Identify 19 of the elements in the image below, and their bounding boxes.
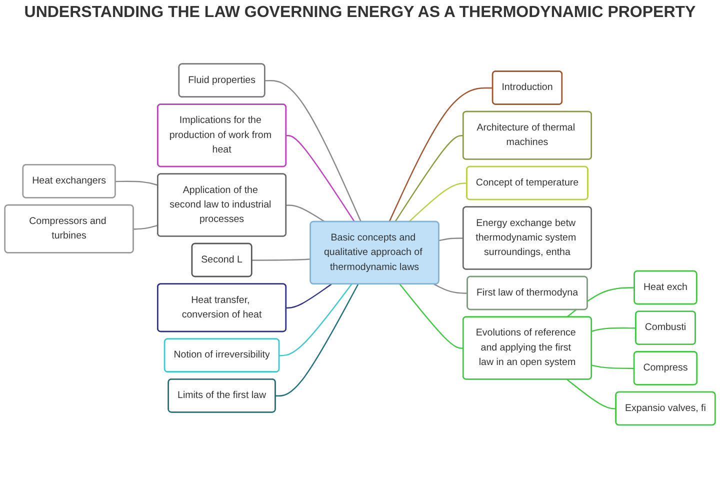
connector <box>394 134 464 222</box>
connector <box>592 326 636 332</box>
diagram-title: UNDERSTANDING THE LAW GOVERNING ENERGY AS A THERMODYNAMIC PROPERTY <box>23 4 697 22</box>
connector <box>286 283 332 308</box>
connector <box>133 224 158 230</box>
connector <box>276 283 359 396</box>
connector <box>434 283 468 294</box>
connector <box>592 364 634 369</box>
connector <box>388 86 493 222</box>
connector <box>286 134 356 222</box>
connector <box>264 80 362 222</box>
connector <box>286 204 326 222</box>
connector <box>566 378 616 409</box>
connector <box>399 283 464 348</box>
connector <box>408 182 468 222</box>
connector <box>279 283 352 356</box>
connector <box>252 258 311 260</box>
connector <box>438 237 464 241</box>
connector <box>115 180 158 186</box>
